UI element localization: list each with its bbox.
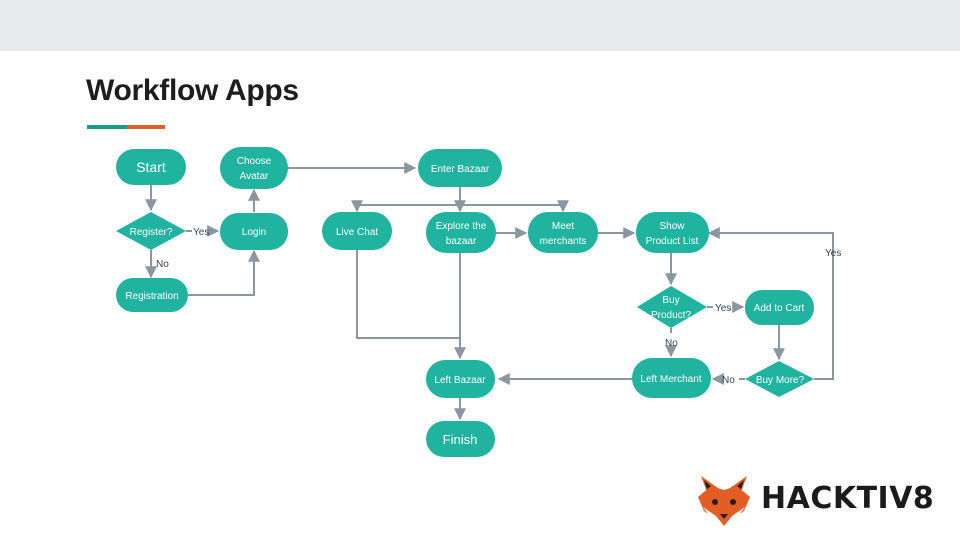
node-register	[116, 212, 186, 250]
node-choose-avatar	[220, 147, 288, 189]
edge-labels: Yes No Yes No No Yes	[156, 227, 841, 386]
label-add-to-cart: Add to Cart	[754, 303, 805, 314]
label-buy-more: Buy More?	[756, 375, 805, 386]
node-enter-bazaar	[418, 149, 502, 187]
label-live-chat: Live Chat	[336, 227, 378, 238]
label-meet-2: merchants	[540, 236, 587, 247]
label-explore-2: bazaar	[446, 236, 477, 247]
node-buy-product	[637, 286, 707, 328]
top-banner	[0, 0, 960, 51]
node-explore-bazaar	[426, 212, 496, 253]
node-labels: Start Register? Registration Choose Avat…	[125, 156, 804, 447]
edge-label-register-no: No	[156, 259, 169, 270]
edge-enter-meet	[460, 200, 569, 213]
node-registration	[116, 278, 188, 312]
edge-label-more-no: No	[722, 375, 735, 386]
edge-label-buy-no: No	[665, 338, 678, 349]
edge-label-buy-yes: Yes	[715, 303, 731, 314]
edge-enter-livechat	[351, 187, 461, 213]
node-left-merchant	[632, 358, 711, 398]
label-meet-1: Meet	[552, 221, 574, 232]
edges	[145, 162, 834, 421]
label-buy-1: Buy	[662, 295, 679, 306]
label-enter-bazaar: Enter Bazaar	[431, 164, 490, 175]
label-register: Register?	[130, 227, 173, 238]
node-meet-merchants	[528, 212, 598, 253]
label-start: Start	[136, 159, 166, 175]
edge-buymore-show	[707, 227, 834, 380]
edge-registration-login	[188, 249, 260, 296]
node-add-to-cart	[745, 290, 814, 325]
node-buy-more	[745, 361, 814, 397]
label-registration: Registration	[125, 291, 178, 302]
title-underline-teal	[87, 125, 127, 129]
edge-label-register-yes: Yes	[193, 227, 209, 238]
brand-wordmark: HACKTIV8	[761, 481, 935, 516]
nodes	[116, 147, 814, 457]
title-underline-orange	[127, 125, 165, 129]
label-explore-1: Explore the	[436, 221, 487, 232]
label-buy-2: Product?	[651, 310, 691, 321]
node-show-product-list	[636, 212, 709, 253]
node-finish	[426, 421, 495, 457]
node-live-chat	[322, 212, 392, 250]
label-show-1: Show	[659, 221, 685, 232]
label-choose-avatar-1: Choose	[237, 156, 272, 167]
label-show-2: Product List	[646, 236, 699, 247]
label-left-merchant: Left Merchant	[640, 374, 701, 385]
label-choose-avatar-2: Avatar	[240, 171, 269, 182]
fox-mascot-icon	[698, 476, 750, 526]
node-start	[116, 149, 186, 185]
node-login	[220, 213, 288, 250]
label-left-bazaar: Left Bazaar	[434, 375, 486, 386]
edge-livechat-leftbazaar	[356, 250, 460, 339]
node-left-bazaar	[426, 360, 495, 398]
edge-label-more-yes: Yes	[825, 248, 841, 259]
label-finish: Finish	[443, 432, 478, 447]
label-login: Login	[242, 227, 266, 238]
slide-title: Workflow Apps	[86, 74, 299, 107]
